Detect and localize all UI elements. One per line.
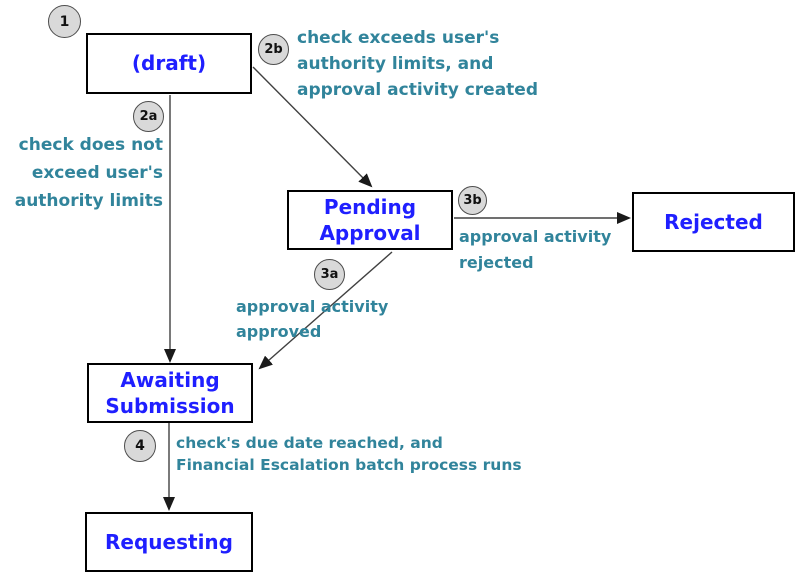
- state-label: Requesting: [105, 529, 233, 554]
- condition-line: rejected: [459, 253, 534, 272]
- state-label: (draft): [131, 51, 207, 76]
- step-badge-4: 4: [124, 430, 156, 462]
- state-draft: (draft): [86, 33, 252, 94]
- condition-line: authority limits, and: [297, 54, 494, 74]
- step-badge-3a: 3a: [314, 259, 345, 290]
- step-badge-3b: 3b: [458, 186, 487, 215]
- state-pending-approval: Pending Approval: [287, 190, 453, 250]
- state-label-line: Awaiting: [120, 367, 220, 392]
- condition-2b: check exceeds user's authority limits, a…: [297, 25, 538, 103]
- condition-line: check does not: [18, 135, 163, 155]
- state-label-line: Pending: [323, 194, 417, 219]
- condition-line: exceed user's: [31, 163, 163, 183]
- condition-line: approval activity: [236, 297, 389, 316]
- condition-line: check exceeds user's: [297, 28, 500, 48]
- step-badge-1: 1: [48, 5, 81, 38]
- state-label-line: Approval: [319, 221, 421, 245]
- condition-4: check's due date reached, and Financial …: [176, 432, 522, 476]
- connector-pending-approval-to-awaiting-submission: [258, 251, 393, 370]
- condition-2a: check does not exceed user's authority l…: [15, 131, 163, 215]
- connector-draft-to-pending-approval: [252, 66, 373, 188]
- condition-3a: approval activity approved: [236, 294, 388, 344]
- condition-line: approved: [236, 322, 322, 341]
- step-badge-2a: 2a: [133, 101, 164, 132]
- condition-line: check's due date reached, and: [176, 434, 443, 452]
- state-label-line: Submission: [105, 394, 235, 418]
- condition-3b: approval activity rejected: [459, 224, 611, 276]
- condition-line: approval activity: [459, 227, 612, 246]
- state-awaiting-submission: Awaiting Submission: [87, 363, 253, 423]
- condition-line: Financial Escalation batch process runs: [176, 456, 522, 474]
- condition-line: approval activity created: [297, 80, 538, 100]
- condition-line: authority limits: [14, 191, 163, 211]
- state-rejected: Rejected: [632, 192, 795, 252]
- state-requesting: Requesting: [85, 512, 253, 572]
- step-badge-2b: 2b: [258, 34, 289, 65]
- state-label: Rejected: [664, 209, 763, 234]
